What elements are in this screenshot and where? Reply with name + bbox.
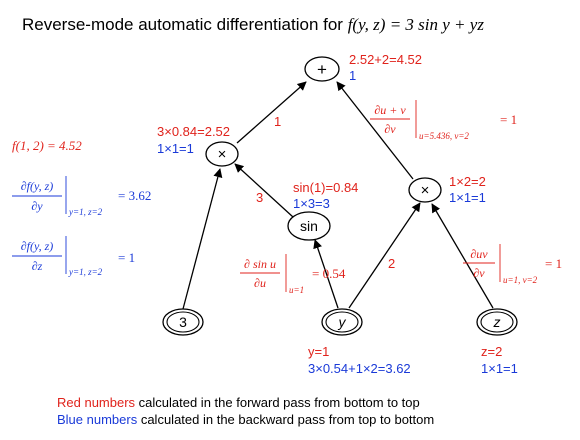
edge-weight-sin-to-times-left: 3: [256, 190, 263, 205]
node-const-3: 3: [162, 308, 204, 336]
node-plus: +: [304, 56, 340, 82]
dfdy-result: ∂f(y, z) ∂y y=1, z=2 = 3.62: [12, 176, 151, 217]
partial-sin-annotation: ∂ sin u ∂u u=1 = 0.54: [240, 254, 346, 295]
node-sin: sin: [287, 211, 331, 241]
plus-backward-value: 1: [349, 68, 356, 83]
dfdz-value: = 1: [118, 250, 135, 265]
partial-sin-denominator: ∂u: [254, 276, 266, 290]
partial-product-annotation: ∂uv ∂v u=1, v=2 = 1: [463, 244, 562, 285]
dfdy-numerator: ∂f(y, z): [21, 179, 54, 193]
node-times-right: ×: [408, 177, 442, 203]
f-value-result: f(1, 2) = 4.52: [12, 138, 82, 153]
node-plus-label: +: [317, 60, 327, 79]
edge-y-to-times-right: [348, 202, 421, 309]
node-times-left: ×: [205, 141, 239, 167]
title: Reverse-mode automatic differentiation f…: [22, 15, 484, 34]
y-forward-value: y=1: [308, 344, 329, 359]
node-z-label: z: [493, 314, 501, 330]
node-times-left-label: ×: [218, 146, 227, 163]
partial-sin-result: = 0.54: [312, 266, 346, 281]
plus-forward-value: 2.52+2=4.52: [349, 52, 422, 67]
edge-sin-to-times-left: [234, 163, 294, 218]
partial-product-evaluation: u=1, v=2: [503, 275, 538, 285]
dfdz-numerator: ∂f(y, z): [21, 239, 54, 253]
partial-sum-annotation: ∂u + v ∂v u=5.436, v=2 = 1: [370, 100, 517, 141]
partial-product-numerator: ∂uv: [470, 247, 488, 261]
dfdy-denominator: ∂y: [31, 199, 43, 213]
partial-sum-numerator: ∂u + v: [374, 103, 406, 117]
dfdy-value: = 3.62: [118, 188, 151, 203]
node-const-3-label: 3: [179, 314, 187, 330]
partial-sum-denominator: ∂v: [384, 122, 396, 136]
partial-sin-evaluation: u=1: [289, 285, 304, 295]
z-backward-value: 1×1=1: [481, 361, 518, 376]
dfdz-result: ∂f(y, z) ∂z y=1, z=2 = 1: [12, 236, 135, 277]
legend-blue: Blue numbers calculated in the backward …: [57, 412, 434, 427]
partial-sum-result: = 1: [500, 112, 517, 127]
edge-weight-times-left-to-plus: 1: [274, 114, 281, 129]
sin-backward-value: 1×3=3: [293, 196, 330, 211]
node-y: y: [321, 308, 363, 336]
node-sin-label: sin: [300, 218, 318, 234]
edge-weight-y-to-times-right: 2: [388, 256, 395, 271]
node-times-right-label: ×: [421, 182, 430, 199]
partial-sin-numerator: ∂ sin u: [244, 257, 276, 271]
edge-z-to-times-right: [431, 203, 494, 309]
z-forward-value: z=2: [481, 344, 502, 359]
legend-red: Red numbers calculated in the forward pa…: [57, 395, 420, 410]
edge-y-to-sin: [313, 239, 339, 309]
edge-times-right-to-plus: [336, 81, 414, 180]
dfdz-denominator: ∂z: [32, 259, 43, 273]
partial-sum-evaluation: u=5.436, v=2: [419, 131, 469, 141]
times-right-backward-value: 1×1=1: [449, 190, 486, 205]
sin-forward-value: sin(1)=0.84: [293, 180, 358, 195]
edges: [182, 81, 494, 310]
y-backward-value: 3×0.54+1×2=3.62: [308, 361, 411, 376]
edge-const3-to-times-left: [182, 168, 223, 310]
times-right-forward-value: 1×2=2: [449, 174, 486, 189]
times-left-backward-value: 1×1=1: [157, 141, 194, 156]
node-z: z: [476, 308, 518, 336]
dfdz-evaluation: y=1, z=2: [68, 267, 103, 277]
edge-times-left-to-plus: [236, 81, 307, 144]
partial-product-result: = 1: [545, 256, 562, 271]
dfdy-evaluation: y=1, z=2: [68, 207, 103, 217]
times-left-forward-value: 3×0.84=2.52: [157, 124, 230, 139]
partial-product-denominator: ∂v: [473, 266, 485, 280]
node-y-label: y: [338, 314, 347, 330]
